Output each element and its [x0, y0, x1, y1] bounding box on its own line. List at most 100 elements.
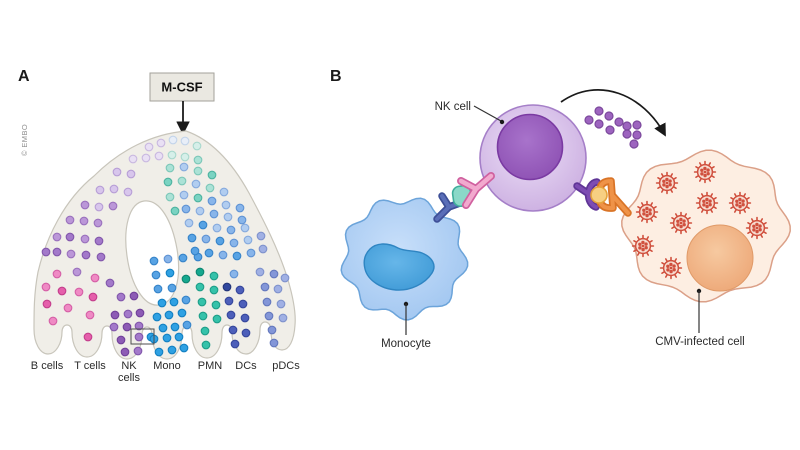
- lineage-label: B cells: [31, 360, 64, 372]
- progenitor-dot: [80, 200, 90, 210]
- progenitor-dot: [267, 325, 277, 335]
- progenitor-dot: [240, 313, 250, 323]
- progenitor-dot: [154, 151, 164, 161]
- monocyte-callout: Monocyte: [381, 301, 431, 350]
- progenitor-dot: [167, 150, 177, 160]
- progenitor-dot: [222, 282, 232, 292]
- progenitor-dot: [178, 253, 188, 263]
- progenitor-dots: [41, 135, 290, 357]
- mcsf-label: M-CSF: [161, 80, 202, 95]
- progenitor-dot: [65, 232, 75, 242]
- progenitor-dot: [94, 202, 104, 212]
- granule-dot: [594, 119, 604, 129]
- progenitor-dot: [243, 235, 253, 245]
- virus-icon: [631, 234, 655, 258]
- progenitor-dot: [116, 292, 126, 302]
- progenitor-dot: [134, 332, 144, 342]
- progenitor-dot: [177, 308, 187, 318]
- progenitor-dot: [218, 250, 228, 260]
- progenitor-dot: [269, 338, 279, 348]
- progenitor-dot: [240, 223, 250, 233]
- granule-dot: [632, 120, 642, 130]
- progenitor-dot: [152, 312, 162, 322]
- progenitor-dot: [232, 251, 242, 261]
- nk-activating-receptor-icon: [575, 180, 599, 209]
- progenitor-dot: [158, 323, 168, 333]
- progenitor-dot: [212, 223, 222, 233]
- progenitor-dot: [207, 196, 217, 206]
- lineage-label: PMN: [198, 360, 223, 372]
- progenitor-dot: [179, 162, 189, 172]
- progenitor-dot: [167, 283, 177, 293]
- progenitor-dot: [180, 136, 190, 146]
- monocyte-label: Monocyte: [381, 338, 431, 350]
- progenitor-dot: [90, 273, 100, 283]
- granule-dot: [584, 115, 594, 125]
- progenitor-dot: [200, 326, 210, 336]
- monocyte-nucleus: [363, 243, 435, 291]
- progenitor-dot: [177, 176, 187, 186]
- progenitor-dot: [128, 154, 138, 164]
- progenitor-dot: [221, 200, 231, 210]
- progenitor-dot: [165, 163, 175, 173]
- progenitor-dot: [162, 333, 172, 343]
- progenitor-dot: [167, 345, 177, 355]
- progenitor-dot: [151, 270, 161, 280]
- progenitor-dot: [94, 236, 104, 246]
- virus-icon: [745, 216, 769, 240]
- killing-arrow: [560, 89, 666, 137]
- virus-icon: [693, 160, 717, 184]
- progenitor-dot: [52, 269, 62, 279]
- progenitor-dot: [229, 269, 239, 279]
- cmv-cell-label: CMV-infected cell: [655, 336, 744, 348]
- progenitor-dot: [110, 310, 120, 320]
- nk-cell-leader-dot: [499, 119, 505, 125]
- progenitor-dot: [63, 303, 73, 313]
- embo-copyright: © EMBO: [20, 124, 29, 156]
- progenitor-dot: [198, 311, 208, 321]
- lineage-label: Mono: [153, 360, 181, 372]
- progenitor-dot: [235, 285, 245, 295]
- progenitor-dot: [108, 201, 118, 211]
- progenitor-dot: [141, 153, 151, 163]
- progenitor-dot: [65, 215, 75, 225]
- progenitor-dot: [174, 332, 184, 342]
- progenitor-dot: [219, 187, 229, 197]
- progenitor-dot: [120, 347, 130, 357]
- progenitor-dot: [153, 284, 163, 294]
- progenitor-dot: [133, 346, 143, 356]
- progenitor-dot: [149, 256, 159, 266]
- progenitor-dot: [123, 187, 133, 197]
- nk-cell-callout: NK cell: [435, 101, 505, 125]
- virus-icon: [728, 191, 752, 215]
- progenitor-dot: [195, 267, 205, 277]
- progenitor-dot: [123, 309, 133, 319]
- virus-icon: [655, 171, 679, 195]
- progenitor-dot: [264, 311, 274, 321]
- progenitor-dot: [193, 155, 203, 165]
- progenitor-dot: [48, 316, 58, 326]
- progenitor-dot: [258, 244, 268, 254]
- progenitor-dot: [126, 169, 136, 179]
- progenitor-dot: [52, 247, 62, 257]
- cmv-nucleus: [686, 224, 754, 292]
- nk-cell-label: NK cell: [435, 101, 471, 113]
- progenitor-dot: [235, 203, 245, 213]
- progenitor-dot: [209, 271, 219, 281]
- progenitor-dot: [195, 206, 205, 216]
- progenitor-dot: [201, 234, 211, 244]
- progenitor-dot: [278, 313, 288, 323]
- progenitor-dot: [241, 328, 251, 338]
- virus-icon: [635, 200, 659, 224]
- progenitor-dot: [181, 204, 191, 214]
- virus-icon: [659, 256, 683, 280]
- progenitor-dot: [109, 184, 119, 194]
- virus-icon: [669, 211, 693, 235]
- granule-dots: [584, 106, 642, 149]
- progenitor-dot: [226, 310, 236, 320]
- progenitor-dot: [157, 298, 167, 308]
- progenitor-dot: [80, 234, 90, 244]
- panel-b: B NK cell: [330, 68, 791, 350]
- progenitor-dot: [144, 142, 154, 152]
